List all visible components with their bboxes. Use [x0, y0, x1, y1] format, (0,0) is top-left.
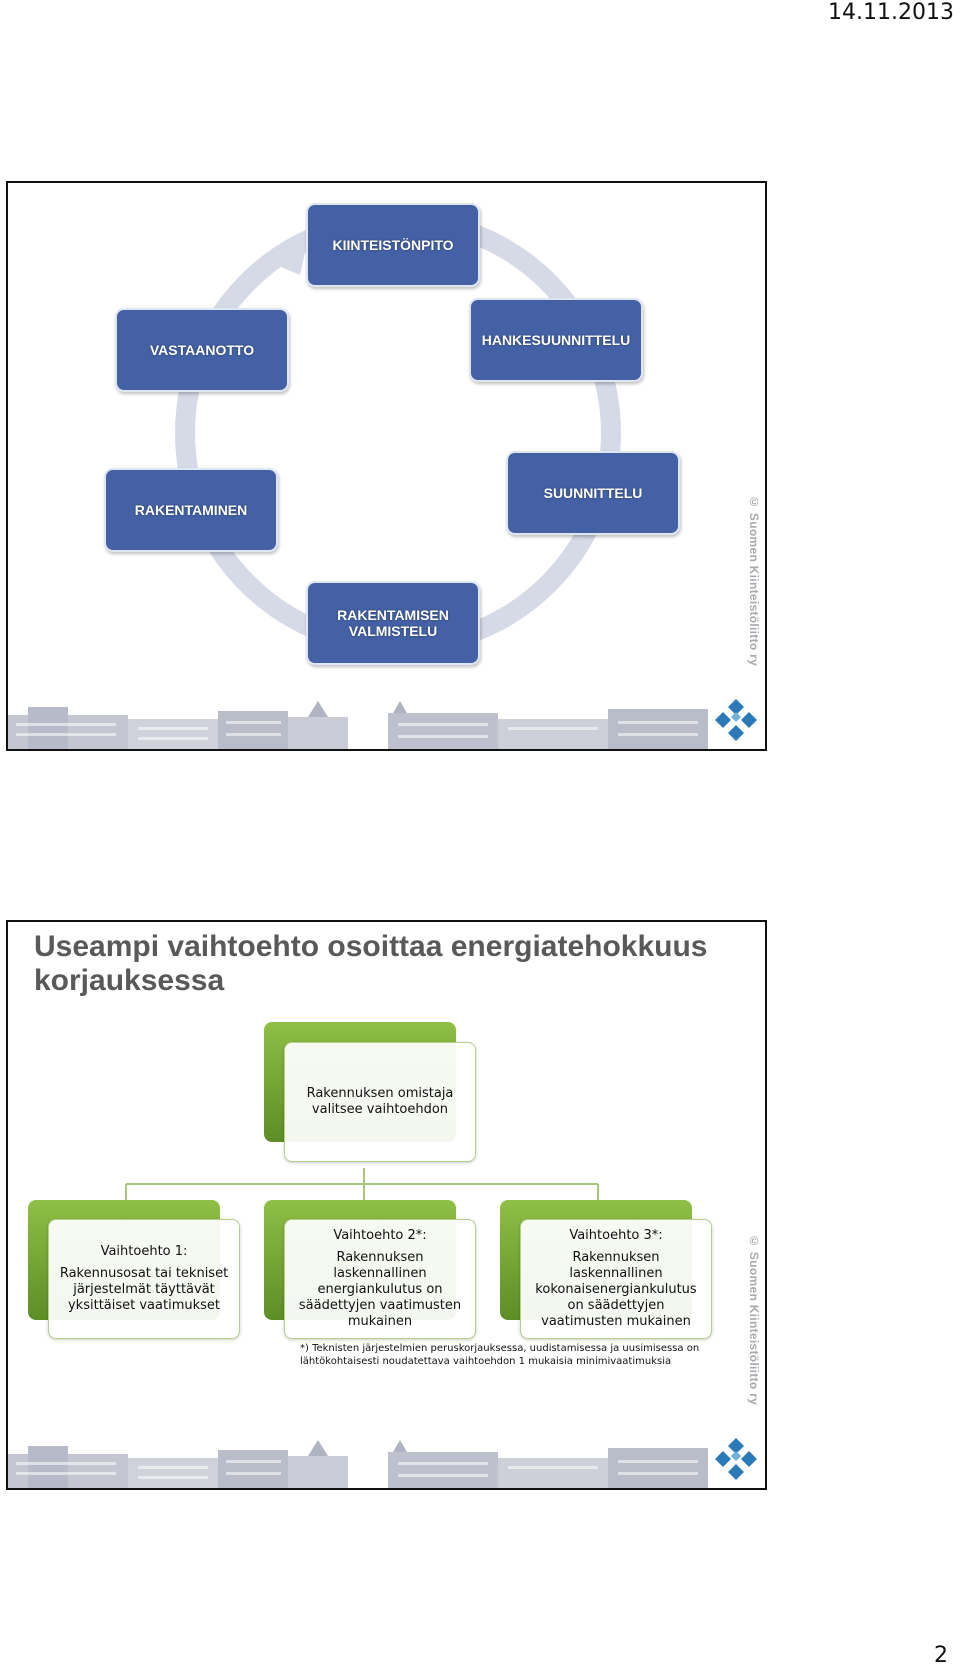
- copyright-text: © Suomen Kiinteistöliitto ry: [747, 1234, 761, 1406]
- skyline-banner: [8, 701, 708, 749]
- copyright-text: © Suomen Kiinteistöliitto ry: [747, 495, 761, 667]
- cycle-step-kiinteistonpito: KIINTEISTÖNPITO: [306, 203, 480, 287]
- cycle-step-suunnittelu: SUUNNITTELU: [506, 451, 680, 535]
- slide-title: Useampi vaihtoehto osoittaa energiatehok…: [34, 930, 708, 997]
- page-number: 2: [934, 1643, 948, 1668]
- cycle-step-vastaanotto: VASTAANOTTO: [115, 308, 289, 392]
- cycle-step-hankesuunnittelu: HANKESUUNNITTELU: [469, 298, 643, 382]
- footnote: *) Teknisten järjestelmien peruskorjauks…: [300, 1343, 700, 1367]
- page-date: 14.11.2013: [828, 0, 954, 25]
- top-box-owner-choice: Rakennuksen omistaja valitsee vaihtoehdo…: [284, 1042, 476, 1162]
- slide-energy-options: Useampi vaihtoehto osoittaa energiatehok…: [6, 920, 767, 1490]
- option-1-box: Vaihtoehto 1: Rakennusosat tai tekniset …: [48, 1219, 240, 1339]
- option-3-box: Vaihtoehto 3*: Rakennuksen laskennalline…: [520, 1219, 712, 1339]
- org-connectors: [125, 1168, 599, 1200]
- kiinteistoliitto-logo: [715, 1438, 757, 1480]
- slide-building-lifecycle: KIINTEISTÖNPITO HANKESUUNNITTELU SUUNNIT…: [6, 181, 767, 751]
- skyline-banner: [8, 1440, 708, 1488]
- option-2-box: Vaihtoehto 2*: Rakennuksen laskennalline…: [284, 1219, 476, 1339]
- kiinteistoliitto-logo: [715, 699, 757, 741]
- cycle-step-rakentaminen: RAKENTAMINEN: [104, 468, 278, 552]
- cycle-step-rakentamisen-valmistelu: RAKENTAMISEN VALMISTELU: [306, 581, 480, 665]
